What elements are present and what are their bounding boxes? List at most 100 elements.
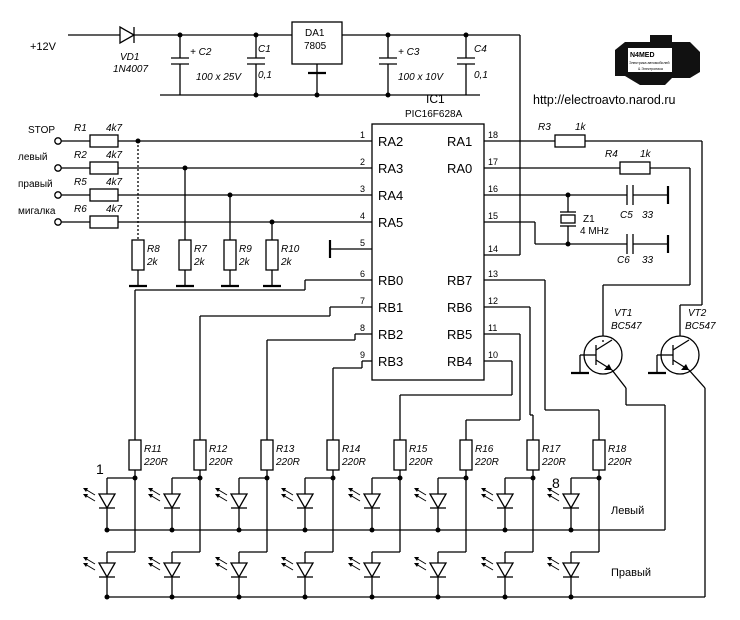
resistor-value: 4k7 (106, 177, 123, 188)
led (481, 488, 515, 510)
svg-text:+ C3: + C3 (398, 47, 420, 58)
resistor-value: 220R (474, 457, 499, 468)
resistor-ref: R17 (542, 444, 561, 455)
resistor (89, 134, 119, 148)
ic-part: PIC16F628A (405, 109, 463, 120)
resistor-r4: R4 1k (605, 149, 652, 175)
transistor-vt2: VT2 BC547 (648, 308, 716, 375)
svg-text:C6: C6 (617, 255, 630, 266)
capacitor-c1: C1 0,1 (247, 35, 272, 95)
led (281, 557, 315, 579)
site-url[interactable]: http://electroavto.narod.ru (533, 93, 675, 107)
resistor-value: 220R (607, 457, 632, 468)
svg-text:100 x 25V: 100 x 25V (196, 72, 242, 83)
transistor-vt1: VT1 BC547 (571, 308, 642, 375)
led-column-7: R17 220R (481, 439, 566, 600)
ic-pin-name: RB4 (447, 354, 472, 369)
input-terminal[interactable] (54, 191, 62, 199)
svg-text:BC547: BC547 (685, 321, 716, 332)
ic-pin-number: 18 (488, 130, 498, 140)
ic-pin-name: RB5 (447, 327, 472, 342)
ic-pin-number: 1 (360, 130, 365, 140)
ic-pin-name: RB6 (447, 300, 472, 315)
resistor-value: 2k (146, 257, 159, 268)
ic-pin-number: 6 (360, 269, 365, 279)
led-number-first: 1 (96, 461, 104, 477)
svg-text:VD1: VD1 (120, 52, 139, 63)
svg-text:C5: C5 (620, 210, 633, 221)
resistor-r3: R3 1k (538, 122, 587, 148)
resistor-value: 4k7 (106, 204, 123, 215)
led (414, 488, 448, 510)
led-resistor (260, 439, 274, 471)
svg-text:7805: 7805 (304, 41, 327, 52)
resistor-ref: R11 (144, 444, 162, 455)
svg-text:1N4007: 1N4007 (113, 64, 148, 75)
led-number-last: 8 (552, 475, 560, 491)
regulator-da1: DA1 7805 (291, 21, 343, 75)
ic-pin-name: RB7 (447, 273, 472, 288)
ic-pin-name: RA2 (378, 134, 403, 149)
svg-text:100 x 10V: 100 x 10V (398, 72, 444, 83)
led-resistor (326, 439, 340, 471)
resistor-ref: R18 (608, 444, 627, 455)
ic-pin-name: RB1 (378, 300, 403, 315)
resistor-ref: R1 (74, 123, 87, 134)
ic-pin-name: RA3 (378, 161, 403, 176)
svg-text:C4: C4 (474, 44, 487, 55)
led (414, 557, 448, 579)
svg-text:R4: R4 (605, 149, 618, 160)
resistor-ref: R15 (409, 444, 428, 455)
led (215, 557, 249, 579)
led (148, 488, 182, 510)
resistor-ref: R5 (74, 177, 87, 188)
input-terminal[interactable] (54, 137, 62, 145)
resistor-value: 220R (143, 457, 168, 468)
input-label: левый (18, 152, 47, 163)
led-column-5: R15 220R (348, 439, 433, 600)
svg-text:1k: 1k (575, 122, 587, 133)
ic-pin-name: RB2 (378, 327, 403, 342)
resistor-value: 220R (208, 457, 233, 468)
led-column-8: R18 220R (547, 439, 632, 600)
resistor-value: 2k (280, 257, 293, 268)
ic-pin-number: 7 (360, 296, 365, 306)
svg-text:R3: R3 (538, 122, 551, 133)
svg-text:C1: C1 (258, 44, 271, 55)
svg-text:VT2: VT2 (688, 308, 707, 319)
resistor-ref: R9 (239, 244, 252, 255)
led-column-1: R11 220R (83, 439, 168, 600)
supply-label: +12V (30, 41, 57, 53)
ic-pin-name: RA4 (378, 188, 403, 203)
logo-text-2: Электрика автомобилей (629, 61, 670, 65)
resistor-ref: R14 (342, 444, 361, 455)
led (83, 557, 117, 579)
led-resistor (393, 439, 407, 471)
input-terminal[interactable] (54, 218, 62, 226)
logo-text-3: & Электроника (638, 67, 663, 71)
capacitor-c2: + C2 100 x 25V (171, 35, 242, 95)
resistor-value: 220R (541, 457, 566, 468)
input-terminal[interactable] (54, 164, 62, 172)
led (148, 557, 182, 579)
resistor-value: 220R (408, 457, 433, 468)
ic-pin-number: 12 (488, 296, 498, 306)
ic-pin-number: 14 (488, 244, 498, 254)
resistor-ref: R2 (74, 150, 87, 161)
led (281, 488, 315, 510)
input-label: мигалка (18, 206, 56, 217)
ic-pin-number: 11 (488, 323, 497, 333)
resistor-value: 4k7 (106, 123, 123, 134)
led (348, 488, 382, 510)
ic-pin-number: 4 (360, 211, 365, 221)
diode-vd1: VD1 1N4007 (113, 25, 148, 75)
led-resistor (128, 439, 142, 471)
resistor-ref: R8 (147, 244, 160, 255)
resistor-value: 2k (238, 257, 251, 268)
